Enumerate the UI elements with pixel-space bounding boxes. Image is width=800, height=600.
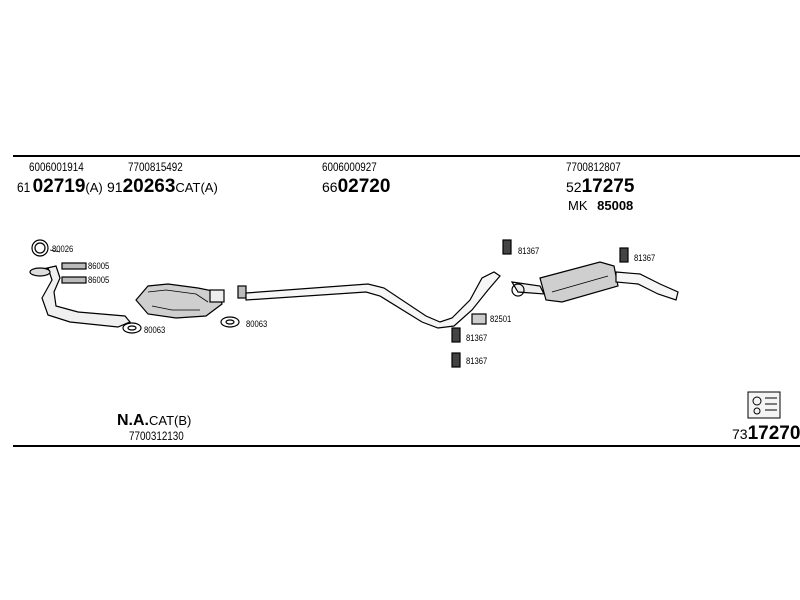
part-9120263: 9120263CAT(A) [107,176,218,197]
parts-box-icon [747,391,781,419]
callout-80063-left: 80063 [144,325,166,335]
hanger-81367-d [619,247,629,263]
callout-81367-d: 81367 [634,253,656,263]
front-downpipe [29,265,131,328]
hanger-81367-a [502,239,512,255]
code-7700812807: 7700812807 [566,160,621,174]
code-6006000927: 6006000927 [322,160,377,174]
gasket-80063-left [122,322,142,334]
callout-80026: 80026 [52,244,74,254]
mk-85008: MK 85008 [568,198,634,213]
gasket-80063-right [220,316,240,328]
clamp-86005-a [61,262,87,270]
top-rule [13,155,800,157]
callout-82501: 82501 [490,314,512,324]
part-5217275: 5217275 [566,176,635,197]
part-7317270: 7317270 [732,423,800,444]
callout-81367-c: 81367 [466,356,488,366]
callout-80063-right: 80063 [246,319,268,329]
rear-silencer [539,261,619,303]
callout-81367-b: 81367 [466,333,488,343]
callout-86005-b: 86005 [88,275,110,285]
part-6602720: 6602720 [322,176,391,197]
na-code: 7700312130 [129,429,184,443]
code-6006001914: 6006001914 [29,160,84,174]
code-7700815492: 7700815492 [128,160,183,174]
hanger-81367-b [451,327,461,343]
gasket-ring-80026 [31,239,49,257]
catalytic-converter [135,283,223,319]
tailpipe [615,271,679,301]
na-cat-label: N.A.CAT(B) [117,412,192,429]
middle-pipe [245,271,501,329]
hanger-81367-c [451,352,461,368]
clamp-82501 [471,313,487,325]
callout-86005-a: 86005 [88,261,110,271]
callout-81367-a: 81367 [518,246,540,256]
clamp-86005-b [61,276,87,284]
bottom-rule [13,445,800,447]
